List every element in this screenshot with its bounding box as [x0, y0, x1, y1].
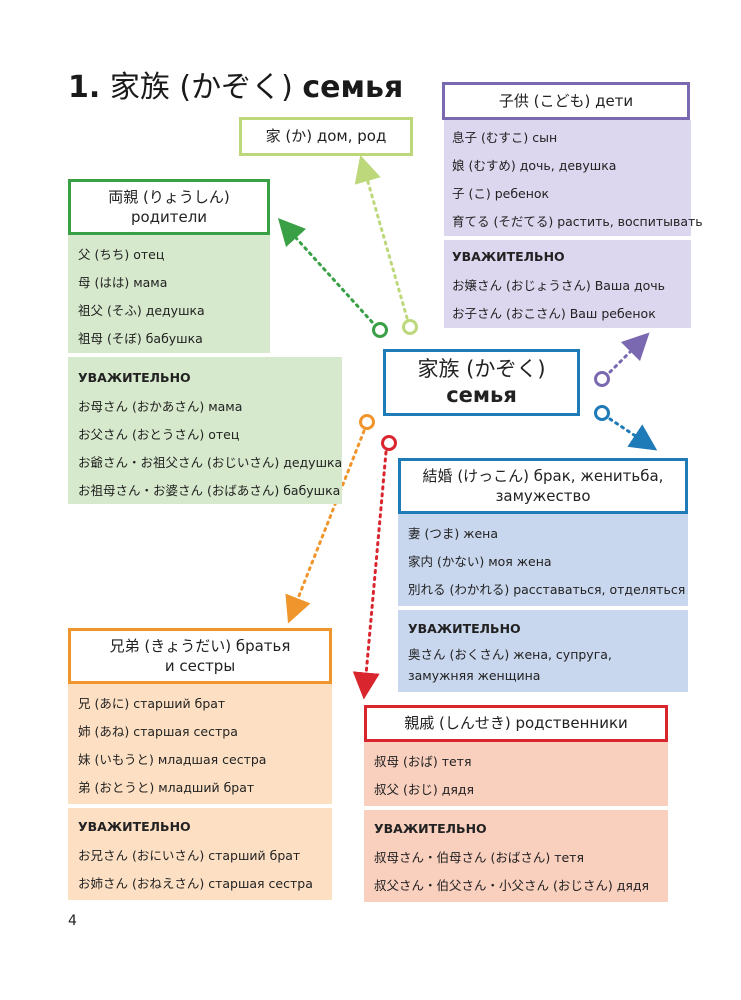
kyoudai-item: 姉 (あね) старшая сестра [78, 723, 238, 739]
kyoudai-item: 弟 (おとうと) младший брат [78, 779, 255, 795]
arrow-to-kodomo [594, 332, 650, 387]
kekkon-honorific-line2: замужняя женщина [408, 667, 541, 683]
ryoushin-honorific-label: УВАЖИТЕЛЬНО [78, 369, 191, 385]
kodomo-panel: 息子 (むすこ) сын 娘 (むすめ) дочь, девушка 子 (こ)… [444, 120, 703, 236]
shinseki-header: 親戚 (しんせき) родственники [364, 705, 668, 742]
kyoudai-honorific-label: УВАЖИТЕЛЬНО [78, 818, 191, 834]
ryoushin-item: 母 (はは) мама [78, 274, 168, 290]
ryoushin-header: 両親 (りょうしん) родители [68, 179, 270, 235]
kekkon-panel: 妻 (つま) жена 家内 (かない) моя жена 別れる (わかれる)… [398, 514, 688, 606]
kyoudai-honorific-item: お姉さん (おねえさん) старшая сестра [78, 875, 313, 891]
ryoushin-honorific-item: お祖母さん・お婆さん (おばあさん) бабушка [78, 482, 341, 498]
kekkon-item: 妻 (つま) жена [408, 525, 498, 541]
shinseki-honorific-label: УВАЖИТЕЛЬНО [374, 820, 487, 836]
kekkon-item: 別れる (わかれる) расставаться, отделяться [408, 581, 686, 597]
kekkon-header-line1: 結婚 (けっこん) брак, женитьба, [422, 466, 664, 485]
shinseki-header-text: 親戚 (しんせき) родственники [404, 714, 628, 733]
shinseki-item: 叔父 (おじ) дядя [374, 781, 475, 797]
arrow-to-shinseki [352, 435, 397, 700]
shinseki-honorific-panel: УВАЖИТЕЛЬНО 叔母さん・伯母さん (おばさん) тетя 叔父さん・伯… [364, 810, 668, 902]
kyoudai-header-line2: и сестры [164, 657, 236, 675]
kyoudai-header: 兄弟 (きょうだい) братья и сестры [68, 628, 332, 684]
title-japanese: 家族 (かぞく) [109, 70, 293, 105]
kekkon-honorific-panel: УВАЖИТЕЛЬНО 奥さん (おくさん) жена, супруга, за… [398, 610, 688, 692]
kodomo-honorific-item: お子さん (おこさん) Ваш ребенок [452, 305, 656, 321]
shinseki-item: 叔母 (おば) тетя [374, 753, 472, 769]
title-number: 1. [68, 70, 101, 105]
shinseki-honorific-item: 叔母さん・伯母さん (おばさん) тетя [374, 849, 584, 865]
arrow-to-ryoushin [277, 217, 388, 338]
kekkon-honorific-label: УВАЖИТЕЛЬНО [408, 620, 521, 636]
ryoushin-item: 祖母 (そぼ) бабушка [78, 330, 203, 346]
kodomo-item: 娘 (むすめ) дочь, девушка [452, 157, 617, 173]
kyoudai-item: 妹 (いもうと) младшая сестра [78, 751, 267, 767]
ryoushin-honorific-panel: УВАЖИТЕЛЬНО お母さん (おかあさん) мама お父さん (おとうさ… [68, 357, 342, 504]
ryoushin-panel: 父 (ちち) отец 母 (はは) мама 祖父 (そふ) дедушка … [68, 235, 270, 353]
ryoushin-item: 祖父 (そふ) дедушка [78, 302, 205, 318]
arrow-to-ie [354, 155, 418, 335]
arrow-to-kekkon [594, 405, 658, 451]
center-russian: семья [446, 382, 517, 407]
page-number: 4 [68, 913, 77, 929]
ie-header: 家 (か) дом, род [239, 117, 413, 156]
ryoushin-header-line2: родители [130, 208, 208, 226]
ryoushin-honorific-item: お爺さん・お祖父さん (おじいさん) дедушка [78, 454, 343, 470]
page-title: 1. 家族 (かぞく) семья [68, 62, 403, 106]
kyoudai-header-line1: 兄弟 (きょうだい) братья [109, 636, 291, 655]
center-japanese: 家族 (かぞく) [417, 357, 546, 382]
center-topic-box: 家族 (かぞく) семья [383, 349, 580, 416]
kodomo-item: 子 (こ) ребенок [452, 185, 550, 201]
kekkon-header-line2: замужество [495, 487, 591, 505]
shinseki-honorific-item: 叔父さん・伯父さん・小父さん (おじさん) дядя [374, 877, 650, 893]
kodomo-header: 子供 (こども) дети [442, 82, 690, 120]
kodomo-item: 育てる (そだてる) растить, воспитывать [452, 213, 703, 229]
ryoushin-item: 父 (ちち) отец [78, 246, 165, 262]
ie-header-text: 家 (か) дом, род [265, 127, 387, 146]
kyoudai-item: 兄 (あに) старший брат [78, 695, 226, 711]
kyoudai-panel: 兄 (あに) старший брат 姉 (あね) старшая сестр… [68, 684, 332, 804]
ryoushin-header-line1: 両親 (りょうしん) [108, 187, 230, 206]
kodomo-honorific-label: УВАЖИТЕЛЬНО [452, 248, 565, 264]
title-russian: семья [302, 70, 404, 105]
shinseki-panel: 叔母 (おば) тетя 叔父 (おじ) дядя [364, 742, 668, 806]
kodomo-item: 息子 (むすこ) сын [452, 129, 558, 145]
ryoushin-honorific-item: お父さん (おとうさん) отец [78, 426, 240, 442]
kyoudai-honorific-panel: УВАЖИТЕЛЬНО お兄さん (おにいさん) старший брат お姉… [68, 808, 332, 900]
kekkon-honorific-line1: 奥さん (おくさん) жена, супруга, [408, 646, 612, 662]
kyoudai-honorific-item: お兄さん (おにいさん) старший брат [78, 847, 301, 863]
ryoushin-honorific-item: お母さん (おかあさん) мама [78, 398, 243, 414]
kodomo-honorific-item: お嬢さん (おじょうさん) Ваша дочь [452, 277, 666, 293]
kekkon-header: 結婚 (けっこん) брак, женитьба, замужество [398, 458, 688, 514]
kekkon-item: 家内 (かない) моя жена [408, 553, 552, 569]
arrow-to-kyoudai [285, 414, 375, 624]
kodomo-honorific-panel: УВАЖИТЕЛЬНО お嬢さん (おじょうさん) Ваша дочь お子さん… [444, 240, 691, 328]
kodomo-header-text: 子供 (こども) дети [498, 91, 634, 110]
